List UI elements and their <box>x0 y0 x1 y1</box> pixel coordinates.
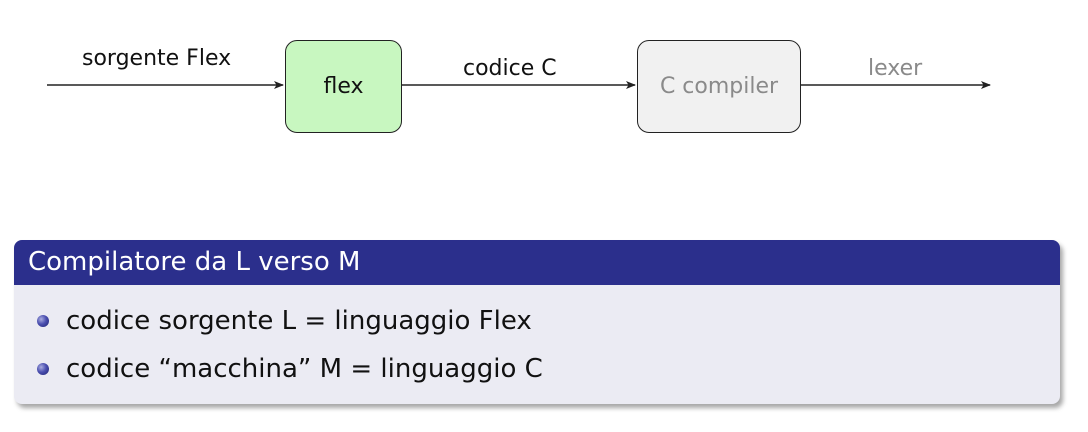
input-label: sorgente Flex <box>82 46 232 71</box>
list-item-text: codice “macchina” M = linguaggio C <box>66 354 543 384</box>
output-label: lexer <box>868 56 923 81</box>
bullet-icon <box>37 363 49 375</box>
definition-block: Compilatore da L verso M codice sorgente… <box>14 240 1060 404</box>
block-body: codice sorgente L = linguaggio Flex codi… <box>14 285 1060 393</box>
list-item-text: codice sorgente L = linguaggio Flex <box>66 306 532 336</box>
list-item: codice “macchina” M = linguaggio C <box>14 345 1060 393</box>
flex-node: flex <box>285 40 402 133</box>
list-item: codice sorgente L = linguaggio Flex <box>14 297 1060 345</box>
flow-arrows <box>47 81 991 89</box>
middle-label: codice C <box>463 56 557 81</box>
bullet-icon <box>37 315 49 327</box>
c-compiler-node: C compiler <box>637 40 801 133</box>
block-title: Compilatore da L verso M <box>14 240 1060 285</box>
